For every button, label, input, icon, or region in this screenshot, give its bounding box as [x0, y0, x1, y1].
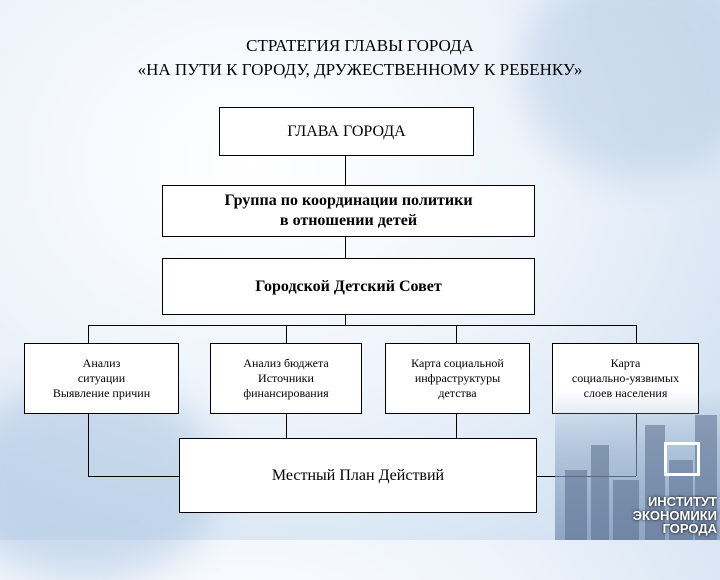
node-plan: Местный План Действий: [179, 438, 537, 513]
node-social-map-line-3: детства: [438, 386, 477, 400]
logo-mark-icon: [664, 442, 700, 476]
node-analysis-line-3: Выявление причин: [52, 386, 151, 400]
node-head: ГЛАВА ГОРОДА: [219, 107, 474, 156]
node-budget-line-3: финансирования: [243, 386, 329, 400]
title-line-1: СТРАТЕГИЯ ГЛАВЫ ГОРОДА: [246, 36, 474, 55]
connector-drop-social: [456, 325, 457, 343]
node-social-map-line-1: Карта социальной: [411, 356, 504, 370]
connector-budget-plan: [286, 413, 287, 438]
node-analysis: Анализ ситуации Выявление причин: [24, 343, 179, 414]
connector-social-plan: [456, 413, 457, 438]
connector-drop-vulnerable: [636, 325, 637, 343]
node-budget: Анализ бюджета Источники финансирования: [210, 343, 362, 414]
node-council: Городской Детский Совет: [162, 258, 535, 315]
logo-line-3: ГОРОДА: [662, 521, 717, 537]
logo-line-2: ЭКОНОМИКИ: [632, 507, 717, 523]
node-head-label: ГЛАВА ГОРОДА: [287, 122, 406, 140]
connector-coord-council: [345, 236, 346, 258]
node-council-label: Городской Детский Совет: [255, 277, 442, 295]
connector-analysis-plan: [88, 476, 180, 477]
node-social-map-line-2: инфраструктуры: [414, 371, 501, 385]
building: [591, 445, 609, 540]
connector-analysis-down: [88, 413, 89, 476]
node-plan-label: Местный План Действий: [271, 466, 445, 484]
node-coordination-line-1: Группа по координации политики: [224, 192, 473, 209]
building: [695, 415, 717, 540]
node-analysis-line-2: ситуации: [77, 371, 126, 385]
building: [565, 470, 587, 540]
building: [613, 480, 639, 540]
building: [645, 425, 665, 540]
logo-text: ИНСТИТУТ ЭКОНОМИКИ ГОРОДА: [633, 495, 717, 536]
node-coordination: Группа по координации политики в отношен…: [162, 185, 535, 237]
node-vulnerable-map-line-1: Карта: [610, 356, 641, 370]
node-vulnerable-map-line-2: социально-уязвимых: [571, 371, 680, 385]
connector-horizontal-bus: [88, 325, 637, 326]
logo-line-1: ИНСТИТУТ: [647, 494, 717, 510]
node-budget-line-1: Анализ бюджета: [243, 356, 329, 370]
node-budget-line-2: Источники: [258, 371, 314, 385]
institute-logo: ИНСТИТУТ ЭКОНОМИКИ ГОРОДА: [633, 440, 720, 540]
node-vulnerable-map: Карта социально-уязвимых слоев населения: [552, 343, 699, 414]
node-coordination-line-2: в отношении детей: [279, 212, 418, 229]
node-social-map: Карта социальной инфраструктуры детства: [385, 343, 530, 414]
node-analysis-line-1: Анализ: [82, 356, 121, 370]
slide-title: СТРАТЕГИЯ ГЛАВЫ ГОРОДА «НА ПУТИ К ГОРОДУ…: [0, 34, 720, 82]
connector-drop-budget: [286, 325, 287, 343]
connector-council-bus: [345, 314, 346, 326]
connector-head-coord: [345, 155, 346, 185]
background-cloud: [520, 0, 720, 180]
connector-drop-analysis: [88, 325, 89, 343]
title-line-2: «НА ПУТИ К ГОРОДУ, ДРУЖЕСТВЕННОМУ К РЕБЕ…: [137, 59, 583, 79]
